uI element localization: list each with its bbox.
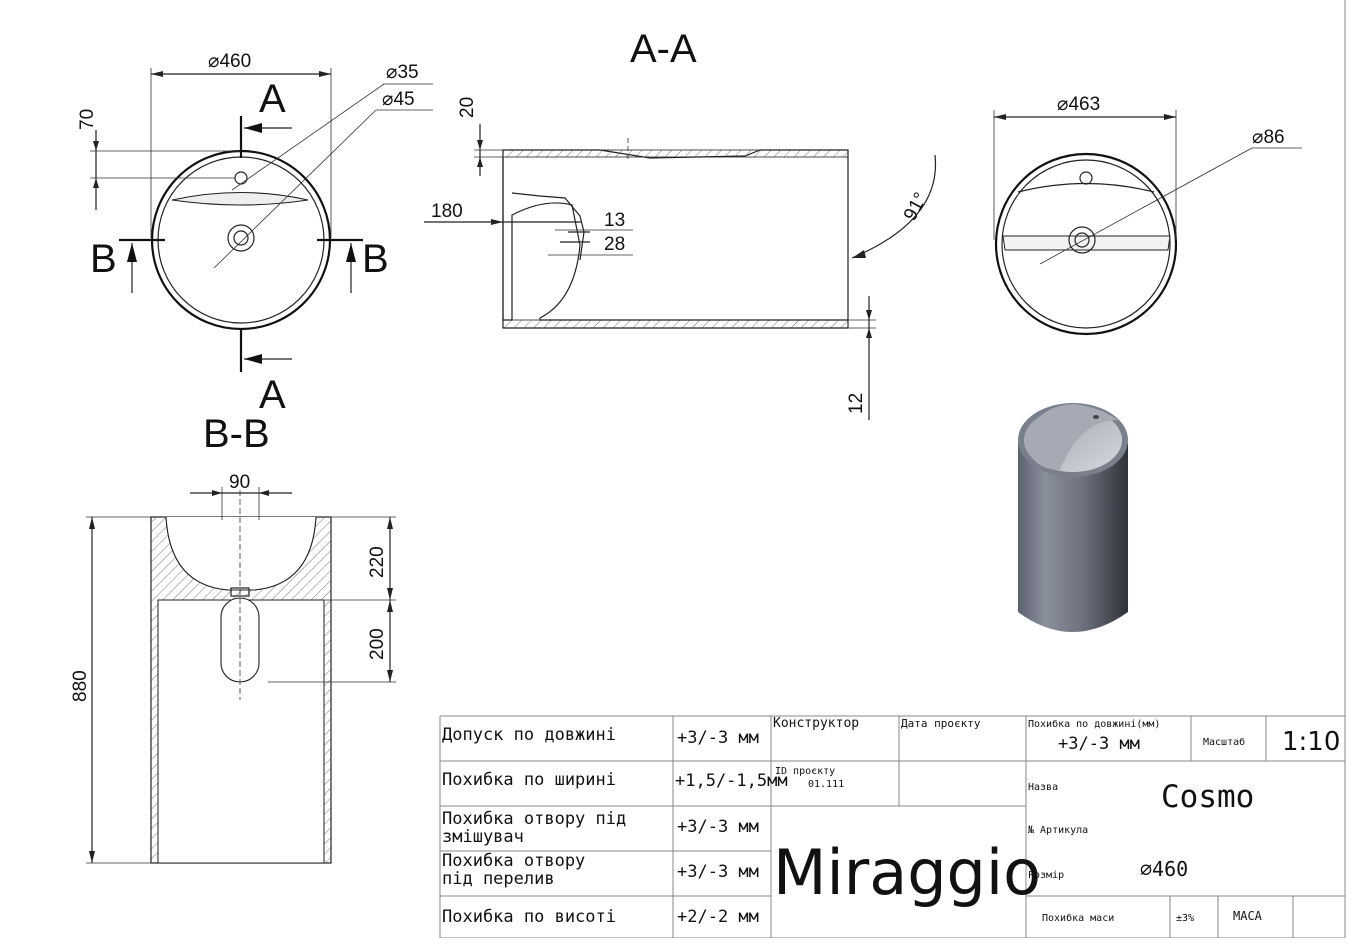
section-mark-b-left: B: [90, 237, 117, 281]
tolerance-row-tap-label-1: Похибка отвору під: [442, 809, 626, 829]
dim-d35: ⌀35: [386, 62, 419, 83]
brand-logo: Miraggio: [773, 836, 1041, 909]
tolerance-row-width-label: Похибка по ширині: [442, 770, 616, 790]
dim-d463: ⌀463: [1057, 94, 1100, 115]
dim-880: 880: [70, 670, 91, 702]
dim-d86: ⌀86: [1252, 127, 1285, 148]
scale-value: 1:10: [1282, 727, 1340, 757]
drain-inner: [233, 230, 249, 246]
name-label: Назва: [1028, 782, 1058, 793]
tolerance-row-height-value: +2/-2 мм: [677, 907, 759, 927]
scale-label: Масштаб: [1203, 736, 1245, 748]
project-id-label: ID проєкту: [775, 766, 835, 777]
mass-error-value: ±3%: [1176, 913, 1194, 924]
section-mark-b-right: B: [362, 237, 389, 281]
right-view-outer-circle: [994, 152, 1178, 336]
length-error-value: +3/-3 мм: [1058, 734, 1140, 754]
tolerance-row-overflow-label-1: Похибка отвору: [442, 851, 585, 871]
section-mark-a-bottom: A: [259, 373, 286, 417]
top-view-inner-circle: [157, 156, 325, 324]
dim-180: 180: [431, 201, 463, 222]
dim-13: 13: [604, 210, 625, 231]
section-title-bb: B-B: [203, 412, 270, 456]
name-value: Cosmo: [1161, 779, 1254, 815]
right-view-tap-hole: [1079, 171, 1093, 185]
project-id-value: 01.111: [808, 779, 844, 790]
article-label: № Артикула: [1028, 825, 1088, 836]
aa-body-outline: [502, 149, 849, 329]
mass-error-label: Похибка маси: [1042, 912, 1114, 924]
dim-20: 20: [457, 97, 478, 118]
right-top-view: ⌀463 ⌀86: [993, 94, 1302, 336]
mass-label: МАСА: [1233, 909, 1263, 923]
tolerance-row-height-label: Похибка по висоті: [442, 907, 616, 927]
dim-28: 28: [604, 234, 625, 255]
tap-hole: [234, 171, 248, 185]
dim-12: 12: [846, 393, 867, 414]
section-bb: B-B 90 220 200 880: [70, 412, 396, 864]
tolerance-row-length-value: +3/-3 мм: [677, 728, 759, 748]
tolerance-row-width-value: +1,5/-1,5мм: [675, 771, 788, 791]
dim-d45: ⌀45: [382, 89, 415, 110]
size-label: Розмір: [1028, 869, 1064, 881]
section-aa: A-A 20 180 13 28 91°: [424, 27, 937, 420]
dim-220: 220: [367, 546, 388, 578]
tolerance-row-length-label: Допуск по довжині: [442, 725, 616, 745]
size-value: ⌀460: [1140, 857, 1188, 881]
designer-label: Конструктор: [773, 716, 859, 731]
section-title-aa: A-A: [630, 27, 697, 71]
dim-angle-91: 91°: [900, 189, 932, 224]
dim-70: 70: [77, 109, 98, 130]
dim-200: 200: [367, 628, 388, 660]
drain-outer: [227, 224, 255, 252]
dim-90: 90: [229, 472, 250, 493]
tolerance-row-tap-value: +3/-3 мм: [677, 817, 759, 837]
top-view: ⌀460 ⌀35 ⌀45 70 A A B B: [77, 51, 433, 417]
tolerance-row-overflow-label-2: під перелив: [442, 869, 555, 889]
top-view-shelf: [171, 191, 309, 206]
tolerance-row-tap-label-2: змішувач: [442, 827, 524, 847]
tolerance-row-overflow-value: +3/-3 мм: [677, 862, 759, 882]
length-error-label: Похибка по довжині(мм): [1028, 718, 1160, 730]
render-3d: [1018, 403, 1128, 632]
project-date-label: Дата проєкту: [901, 717, 981, 730]
section-mark-a-top: A: [259, 77, 286, 121]
dim-d460: ⌀460: [208, 51, 251, 72]
title-block: Допуск по довжині +3/-3 мм Похибка по ши…: [439, 715, 1345, 939]
